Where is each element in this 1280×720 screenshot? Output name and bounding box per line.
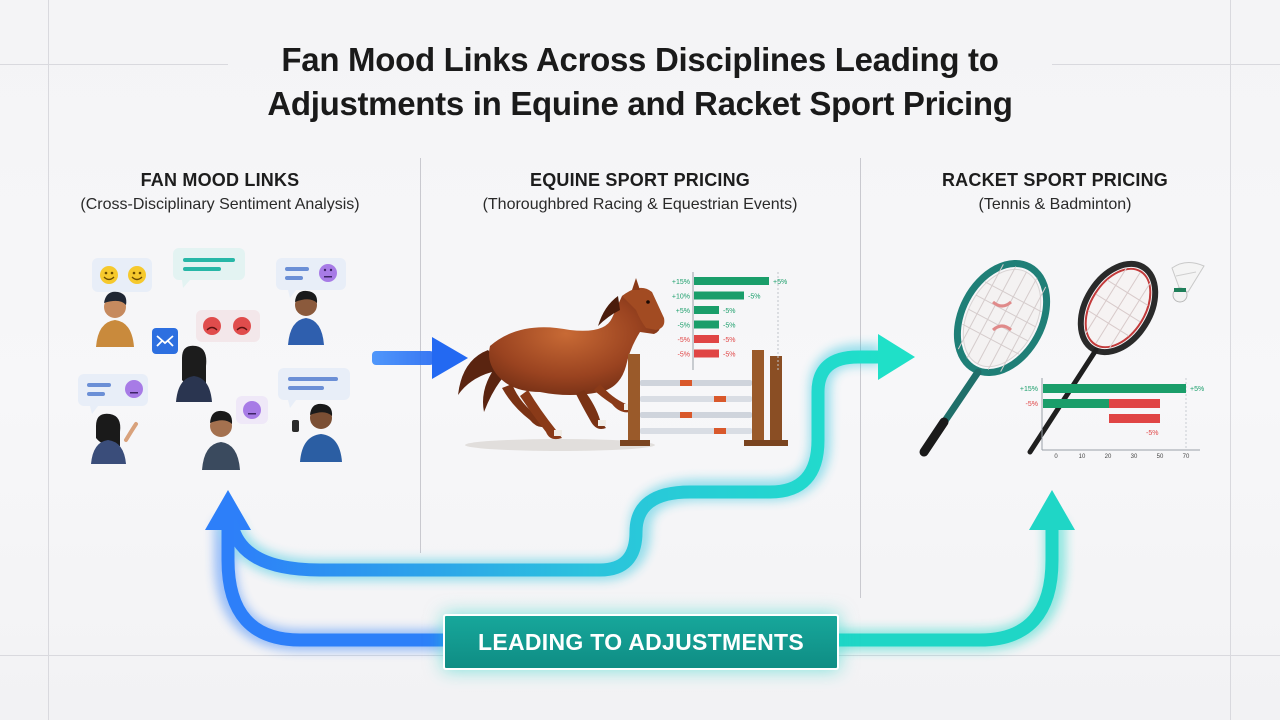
chat-bubble-happy: [92, 258, 152, 300]
equine-left-label: +5%: [676, 308, 690, 315]
equine-bar: [694, 277, 769, 285]
equine-right-label: -5%: [723, 352, 735, 359]
person-avatar-2: [288, 290, 324, 345]
diagram-title: Fan Mood Links Across Disciplines Leadin…: [200, 38, 1080, 126]
equine-right-label: -5%: [723, 308, 735, 315]
racket-bars: [1043, 384, 1186, 423]
flow-arrow-right-head: [1029, 490, 1075, 530]
column-equine-pricing: EQUINE SPORT PRICING (Thoroughbred Racin…: [430, 170, 850, 214]
chat-bubble-neutral-3: [236, 396, 268, 424]
equine-left-label: +10%: [672, 294, 690, 301]
shuttlecock: [1171, 262, 1205, 303]
racket-x-tick: 70: [1183, 454, 1190, 460]
chat-bubble-neutral-2: [78, 374, 148, 414]
person-avatar-1: [96, 291, 134, 347]
flow-arrow-middle-head: [878, 334, 915, 380]
equine-right-label: -5%: [723, 337, 735, 344]
badge-label: LEADING TO ADJUSTMENTS: [477, 628, 805, 655]
equine-bars: [694, 277, 769, 358]
column-subheading: (Thoroughbred Racing & Equestrian Events…: [482, 196, 798, 213]
column-subheading: (Tennis & Badminton): [978, 196, 1132, 213]
person-avatar-3: [176, 345, 212, 402]
flow-arrow-left-head: [205, 490, 251, 530]
frame-line-left: [48, 0, 49, 720]
title-line-1: Fan Mood Links Across Disciplines Leadin…: [281, 41, 999, 78]
equine-bar: [694, 349, 719, 358]
flow-arrow-left: [221, 518, 452, 647]
racket-ticks: 0 10 20 30 50 70: [1054, 454, 1190, 460]
chat-bubble-neutral-1: [276, 258, 346, 298]
horse-illustration: [458, 278, 665, 451]
column-fan-mood: FAN MOOD LINKS (Cross-Disciplinary Senti…: [30, 170, 410, 214]
jump-fence: [620, 350, 788, 446]
equine-left-label: +15%: [672, 279, 690, 286]
racket-labels: +15% -5% +5% -5% -5%: [1020, 386, 1204, 437]
person-avatar-4: [91, 413, 138, 464]
frame-line-right: [1230, 0, 1231, 720]
equine-left-label: -5%: [678, 337, 690, 344]
racket-bar: [1043, 399, 1109, 408]
column-heading: RACKET SPORT PRICING: [941, 170, 1168, 190]
arrow-fan-to-equine: [372, 337, 468, 379]
badminton-racket: [1027, 260, 1159, 455]
racket-price-chart: +15% -5% +5% -5% -5% 0 10 20 30 50 70: [1020, 378, 1204, 460]
frame-line-top-right: [1052, 64, 1280, 65]
flow-arrow-right: [828, 518, 1059, 647]
frame-line-top-left: [0, 64, 228, 65]
equine-left-label: -5%: [678, 352, 690, 359]
equine-bar: [694, 291, 744, 300]
fan-mood-cluster: [78, 248, 350, 470]
racket-left-label: -5%: [1026, 401, 1038, 408]
equine-left-labels: +15% +10% +5% -5% -5% -5%: [672, 279, 690, 359]
person-avatar-5: [202, 410, 240, 470]
equine-bar: [694, 335, 719, 343]
chat-bubble-sad: [196, 310, 260, 342]
mail-icon: [152, 328, 178, 354]
equine-right-label: -5%: [723, 323, 735, 330]
racket-x-tick: 50: [1157, 454, 1164, 460]
equine-left-label: -5%: [678, 323, 690, 330]
racket-x-tick: 30: [1131, 454, 1138, 460]
equine-bar: [694, 306, 719, 314]
racket-right-label: -5%: [1122, 416, 1134, 423]
racket-bar: [1109, 414, 1160, 423]
chat-bubble-text-1: [173, 248, 245, 288]
title-line-2: Adjustments in Equine and Racket Sport P…: [267, 85, 1013, 122]
column-subheading: (Cross-Disciplinary Sentiment Analysis): [80, 196, 360, 213]
column-racket-pricing: RACKET SPORT PRICING (Tennis & Badminton…: [880, 170, 1230, 214]
racket-x-tick: 20: [1105, 454, 1112, 460]
equine-right-label: +5%: [773, 279, 787, 286]
racket-bar: [1109, 399, 1160, 408]
equine-right-labels: +5% -5% -5% -5% -5% -5%: [723, 279, 787, 359]
person-avatar-6: [292, 403, 342, 462]
column-heading: FAN MOOD LINKS: [140, 170, 300, 190]
column-heading: EQUINE SPORT PRICING: [529, 170, 751, 190]
equine-right-label: -5%: [748, 294, 760, 301]
column-divider-2: [860, 158, 861, 598]
racket-right-label: -5%: [1146, 430, 1158, 437]
racket-right-label: +5%: [1190, 386, 1204, 393]
racket-bar: [1043, 384, 1186, 393]
tennis-racket: [919, 259, 1051, 457]
chat-bubble-text-2: [278, 368, 350, 408]
racket-x-tick: 10: [1079, 454, 1086, 460]
flow-arrow-middle: [225, 350, 892, 577]
equine-bar: [694, 320, 719, 329]
racket-left-label: +15%: [1020, 386, 1038, 393]
equine-price-chart: +15% +10% +5% -5% -5% -5% +5% -5% -5% -5% -5% -5%: [672, 272, 787, 370]
leading-to-adjustments-badge: LEADING TO ADJUSTMENTS: [443, 614, 839, 670]
racket-x-tick: 0: [1054, 454, 1058, 460]
